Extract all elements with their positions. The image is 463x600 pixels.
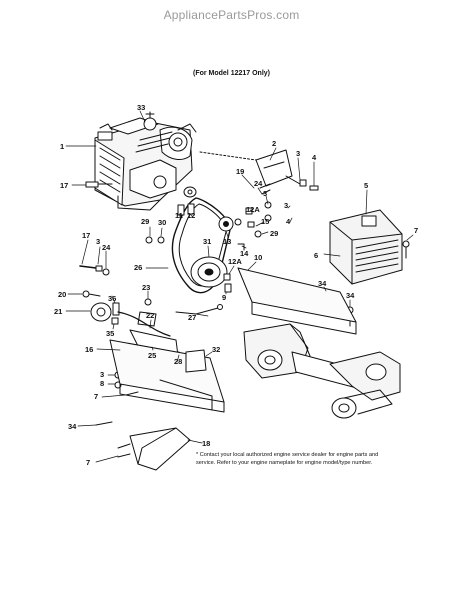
callout-3: 3 — [96, 237, 100, 246]
callout-7: 7 — [414, 226, 418, 235]
callout-17: 17 — [60, 181, 68, 190]
callout-34: 34 — [346, 291, 355, 300]
shield-18 — [129, 427, 191, 471]
leader-lines — [65, 110, 414, 463]
callout-28: 28 — [174, 357, 182, 366]
callout-16: 16 — [85, 345, 93, 354]
callout-23: 23 — [142, 283, 150, 292]
bracket-2 — [199, 149, 301, 187]
callout-6: 6 — [314, 251, 318, 260]
callout-36: 36 — [108, 294, 116, 303]
callout-9: 9 — [222, 293, 226, 302]
tine-frame — [109, 267, 357, 413]
callout-25: 25 — [148, 351, 156, 360]
engine-illustration — [94, 111, 197, 211]
callout-26: 26 — [134, 263, 142, 272]
callout-14: 14 — [240, 249, 249, 258]
callout-34: 34 — [318, 279, 327, 288]
callout-labels: 33 1 17 2 3 4 19 24 5 3 3 4 11 12 12A 15… — [54, 103, 418, 467]
callout-31: 31 — [203, 237, 211, 246]
callout-13: 13 — [223, 237, 231, 246]
transmission — [243, 323, 401, 419]
callout-33: 33 — [137, 103, 145, 112]
callout-29: 29 — [270, 229, 278, 238]
callout-24: 24 — [102, 243, 111, 252]
callout-17: 17 — [82, 231, 90, 240]
callout-34: 34 — [68, 422, 77, 431]
callout-20: 20 — [58, 290, 66, 299]
belt-and-pulleys — [171, 186, 234, 294]
callout-1: 1 — [60, 142, 64, 151]
callout-18: 18 — [202, 439, 210, 448]
callout-29: 29 — [141, 217, 149, 226]
callout-8: 8 — [100, 379, 104, 388]
callout-12a: 12A — [228, 257, 242, 266]
callout-27: 27 — [188, 313, 196, 322]
callout-10: 10 — [254, 253, 262, 262]
footnote-line-2: service. Refer to your engine nameplate … — [196, 460, 373, 466]
callout-7: 7 — [94, 392, 98, 401]
callout-11: 11 — [175, 211, 183, 220]
footnote-line-1: * Contact your local authorized engine s… — [196, 452, 379, 458]
callout-21: 21 — [54, 307, 62, 316]
callout-35: 35 — [106, 329, 114, 338]
callout-3: 3 — [284, 201, 288, 210]
callout-4: 4 — [286, 217, 291, 226]
watermark: AppliancePartsPros.com — [163, 8, 300, 22]
callout-4: 4 — [312, 153, 317, 162]
callout-5: 5 — [364, 181, 368, 190]
callout-12: 12 — [187, 211, 195, 220]
callout-2: 2 — [272, 139, 276, 148]
callout-12a: 12A — [246, 205, 260, 214]
callout-32: 32 — [212, 345, 220, 354]
callout-3: 3 — [100, 370, 104, 379]
callout-3: 3 — [296, 149, 300, 158]
callout-3: 3 — [263, 189, 267, 198]
callout-19: 19 — [236, 167, 244, 176]
callout-24: 24 — [254, 179, 263, 188]
footnote: * Contact your local authorized engine s… — [196, 451, 456, 467]
callout-22: 22 — [146, 311, 154, 320]
callout-30: 30 — [158, 218, 166, 227]
callout-7: 7 — [86, 458, 90, 467]
belt-guard — [329, 209, 403, 285]
callout-15: 15 — [261, 217, 269, 226]
model-note: (For Model 12217 Only) — [192, 70, 271, 77]
